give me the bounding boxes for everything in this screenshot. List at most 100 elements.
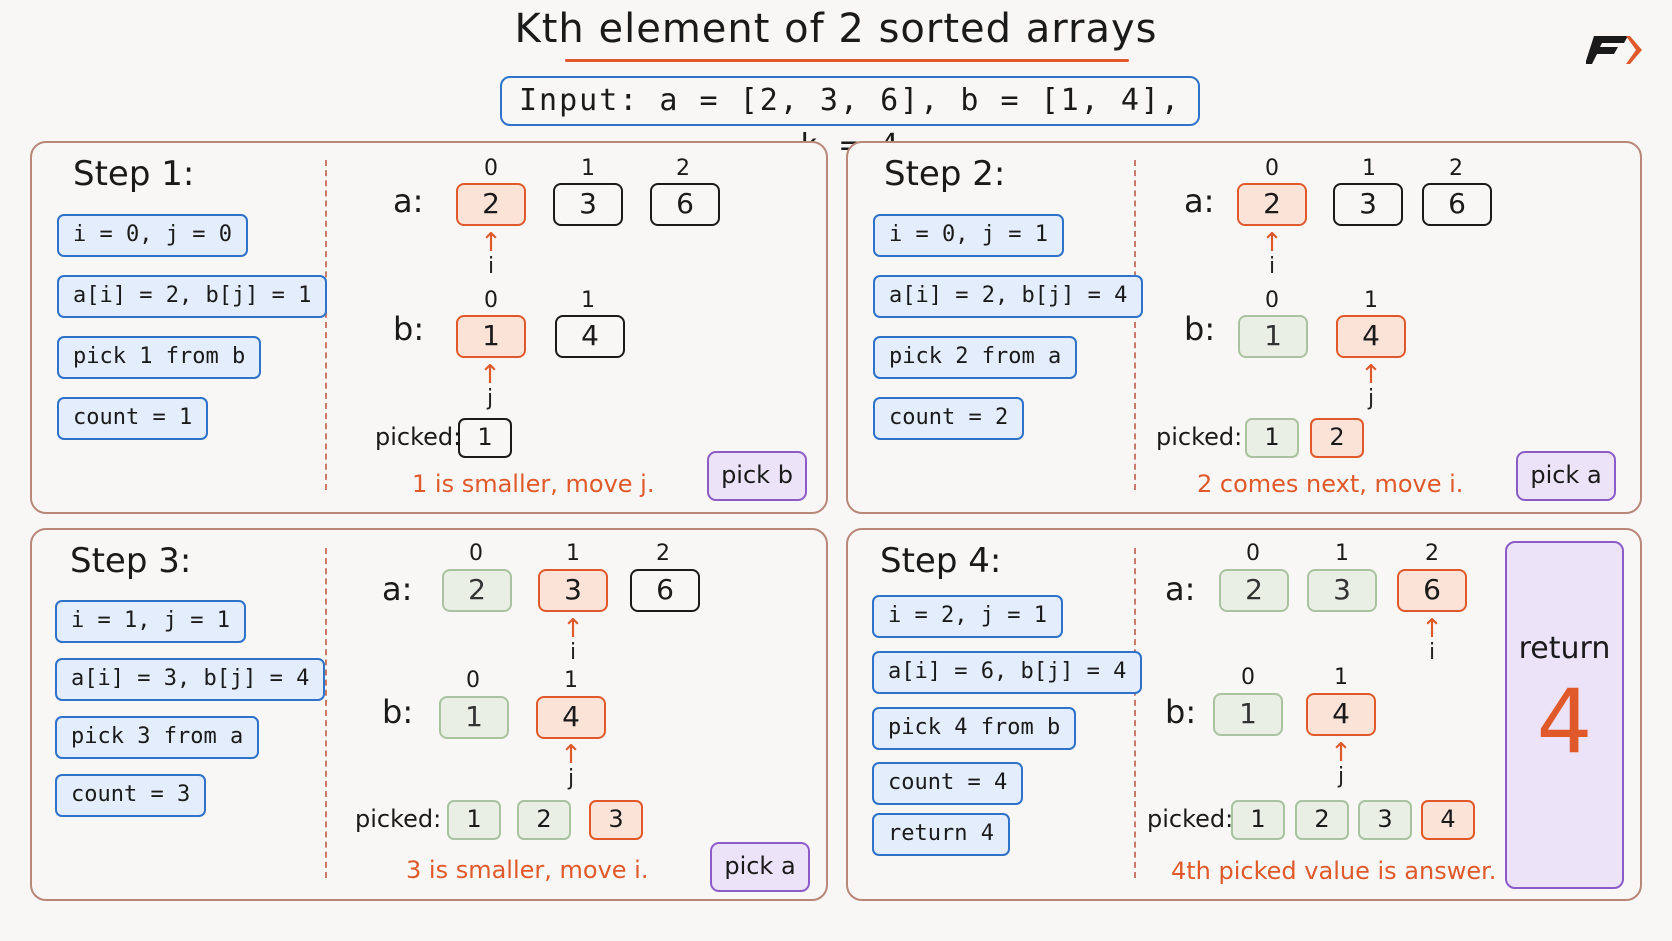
up-arrow-icon: ↑ — [560, 740, 582, 770]
a-index: 2 — [676, 156, 690, 181]
b-index: 0 — [484, 288, 498, 313]
info-count: count = 2 — [873, 397, 1025, 440]
info-indices: i = 0, j = 0 — [57, 214, 248, 257]
a-cell: 2 — [1237, 183, 1307, 226]
return-label: return — [1518, 631, 1611, 666]
b-cell: 1 — [1213, 693, 1283, 736]
up-arrow-icon: ↑ — [1421, 614, 1443, 644]
a-index: 0 — [1246, 541, 1260, 566]
picked-label: picked: — [375, 423, 462, 451]
picked-label: picked: — [1156, 423, 1243, 451]
input-box: Input: a = [2, 3, 6], b = [1, 4], k = 4 — [500, 76, 1200, 163]
info-indices: i = 0, j = 1 — [873, 214, 1064, 257]
b-cell: 1 — [1238, 315, 1308, 358]
pointer-j: ↑j — [1330, 738, 1352, 789]
a-cell: 3 — [538, 569, 608, 612]
title-underline — [565, 59, 1129, 62]
info-indices: i = 1, j = 1 — [55, 600, 246, 643]
a-index: 2 — [656, 541, 670, 566]
info-pick: pick 1 from b — [57, 336, 262, 379]
pointer-i: ↑i — [480, 228, 502, 279]
a-index: 1 — [1335, 541, 1349, 566]
info-count: count = 1 — [57, 397, 209, 440]
a-cell: 2 — [1219, 569, 1289, 612]
pick-b-badge: pick b — [707, 451, 807, 501]
info-pick: pick 3 from a — [55, 716, 260, 759]
step-3-panel — [30, 528, 828, 901]
divider — [325, 160, 327, 490]
picked-cell: 4 — [1421, 800, 1475, 840]
b-cell: 4 — [536, 696, 606, 739]
page-title: Kth element of 2 sorted arrays — [514, 6, 1158, 52]
b-cell: 4 — [1336, 315, 1406, 358]
step-note: 2 comes next, move i. — [1197, 470, 1464, 498]
pick-a-badge: pick a — [710, 842, 810, 892]
b-index: 1 — [1334, 665, 1348, 690]
array-b-label: b: — [1184, 310, 1216, 348]
picked-cell: 2 — [517, 800, 571, 840]
a-index: 2 — [1449, 156, 1463, 181]
picked-label: picked: — [1147, 805, 1234, 833]
picked-cell: 3 — [1358, 800, 1412, 840]
a-cell: 6 — [650, 183, 720, 226]
picked-cell: 2 — [1310, 418, 1364, 458]
a-index: 1 — [1362, 156, 1376, 181]
info-values: a[i] = 3, b[j] = 4 — [55, 658, 326, 701]
b-cell: 1 — [439, 696, 509, 739]
info-values: a[i] = 2, b[j] = 1 — [57, 275, 328, 318]
a-cell: 6 — [1397, 569, 1467, 612]
picked-cell: 1 — [1245, 418, 1299, 458]
a-cell: 6 — [630, 569, 700, 612]
a-cell: 3 — [1307, 569, 1377, 612]
picked-cell: 2 — [1295, 800, 1349, 840]
a-cell: 3 — [553, 183, 623, 226]
array-a-label: a: — [382, 570, 413, 608]
picked-cell: 1 — [458, 418, 512, 458]
array-b-label: b: — [382, 693, 414, 731]
a-cell: 3 — [1333, 183, 1403, 226]
brand-logo-icon — [1586, 36, 1642, 64]
picked-label: picked: — [355, 805, 442, 833]
pick-a-badge: pick a — [1516, 451, 1616, 501]
b-index: 0 — [466, 668, 480, 693]
a-index: 1 — [566, 541, 580, 566]
divider — [325, 548, 327, 878]
info-values: a[i] = 6, b[j] = 4 — [872, 651, 1143, 694]
step-note: 4th picked value is answer. — [1171, 857, 1497, 885]
pointer-j: ↑j — [479, 360, 501, 411]
array-b-label: b: — [393, 310, 425, 348]
divider — [1134, 160, 1136, 490]
return-box: return 4 — [1505, 541, 1624, 889]
step-note: 3 is smaller, move i. — [406, 856, 649, 884]
info-count: count = 3 — [55, 774, 207, 817]
return-value: 4 — [1536, 670, 1593, 773]
up-arrow-icon: ↑ — [480, 228, 502, 258]
a-cell: 2 — [442, 569, 512, 612]
up-arrow-icon: ↑ — [562, 614, 584, 644]
array-a-label: a: — [1184, 182, 1215, 220]
info-return: return 4 — [872, 813, 1010, 856]
array-a-label: a: — [393, 182, 424, 220]
a-index: 0 — [1265, 156, 1279, 181]
up-arrow-icon: ↑ — [1261, 228, 1283, 258]
a-index: 1 — [581, 156, 595, 181]
picked-cell: 1 — [447, 800, 501, 840]
info-pick: pick 4 from b — [872, 707, 1077, 750]
b-cell: 4 — [1306, 693, 1376, 736]
b-cell: 1 — [456, 315, 526, 358]
picked-cell: 1 — [1231, 800, 1285, 840]
b-cell: 4 — [555, 315, 625, 358]
b-index: 0 — [1241, 665, 1255, 690]
step-note: 1 is smaller, move j. — [412, 470, 655, 498]
divider — [1134, 548, 1136, 878]
picked-cell: 3 — [589, 800, 643, 840]
a-index: 0 — [484, 156, 498, 181]
a-index: 2 — [1425, 541, 1439, 566]
a-cell: 2 — [456, 183, 526, 226]
step-title: Step 3: — [70, 541, 192, 581]
step-title: Step 4: — [880, 541, 1002, 581]
up-arrow-icon: ↑ — [479, 360, 501, 390]
array-b-label: b: — [1165, 693, 1197, 731]
b-index: 1 — [564, 668, 578, 693]
up-arrow-icon: ↑ — [1360, 360, 1382, 390]
